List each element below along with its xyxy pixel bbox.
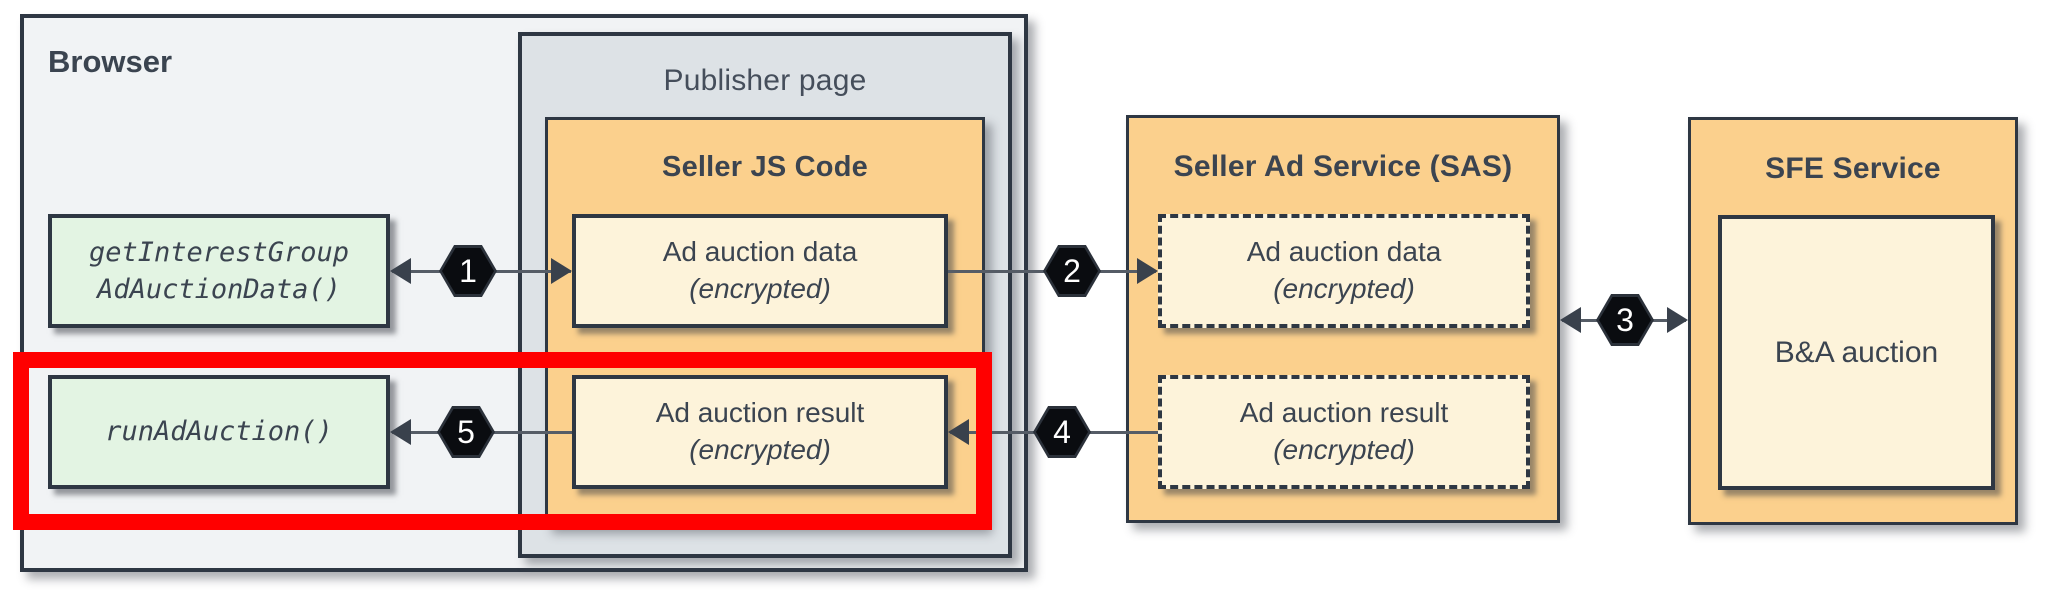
ba-auction-box: B&A auction bbox=[1718, 215, 1995, 490]
arrowhead-step2-right bbox=[1137, 258, 1158, 284]
step-3-label: 3 bbox=[1616, 301, 1634, 338]
sas-ad-auction-result-line1: Ad auction result bbox=[1239, 397, 1449, 429]
step-1-label: 1 bbox=[459, 252, 477, 289]
step-5-label: 5 bbox=[457, 413, 475, 450]
run-ad-auction-box: runAdAuction() bbox=[48, 375, 390, 489]
ba-auction-label: B&A auction bbox=[1774, 335, 1939, 369]
step-4-label: 4 bbox=[1053, 413, 1071, 450]
sfe-title: SFE Service bbox=[1765, 152, 1941, 185]
sas-ad-auction-result-line2: (encrypted) bbox=[1273, 434, 1415, 465]
arrowhead-step3-right bbox=[1667, 307, 1688, 333]
publisher-page-title: Publisher page bbox=[663, 64, 867, 97]
sas-ad-auction-result-box: Ad auction result (encrypted) bbox=[1158, 375, 1530, 489]
get-interest-group-line1: getInterestGroup bbox=[88, 236, 350, 268]
browser-title: Browser bbox=[48, 44, 173, 79]
sas-ad-auction-data-line1: Ad auction data bbox=[1246, 236, 1442, 268]
step-2-hexagon: 2 bbox=[1043, 245, 1101, 297]
js-ad-auction-result-line1: Ad auction result bbox=[655, 397, 865, 429]
step-3-hexagon: 3 bbox=[1596, 294, 1654, 346]
arrowhead-step1-right bbox=[551, 258, 572, 284]
arrowhead-step5-left bbox=[390, 419, 411, 445]
js-ad-auction-result-box: Ad auction result (encrypted) bbox=[572, 375, 948, 489]
get-interest-group-line2: AdAuctionData() bbox=[97, 274, 341, 305]
get-interest-group-box: getInterestGroup AdAuctionData() bbox=[48, 214, 390, 328]
seller-js-code-title: Seller JS Code bbox=[662, 151, 868, 183]
sas-ad-auction-data-box: Ad auction data (encrypted) bbox=[1158, 214, 1530, 328]
arrowhead-step3-left bbox=[1560, 307, 1581, 333]
js-ad-auction-result-line2: (encrypted) bbox=[689, 434, 831, 465]
run-ad-auction-line1: runAdAuction() bbox=[105, 416, 333, 448]
js-ad-auction-data-line1: Ad auction data bbox=[662, 236, 858, 268]
js-ad-auction-data-line2: (encrypted) bbox=[689, 273, 831, 304]
arrowhead-step4-left bbox=[948, 419, 969, 445]
step-2-label: 2 bbox=[1063, 252, 1081, 289]
sas-title: Seller Ad Service (SAS) bbox=[1173, 150, 1513, 183]
step-4-hexagon: 4 bbox=[1033, 406, 1091, 458]
js-ad-auction-data-box: Ad auction data (encrypted) bbox=[572, 214, 948, 328]
sas-ad-auction-data-line2: (encrypted) bbox=[1273, 273, 1415, 304]
arrowhead-step1-left bbox=[390, 258, 411, 284]
